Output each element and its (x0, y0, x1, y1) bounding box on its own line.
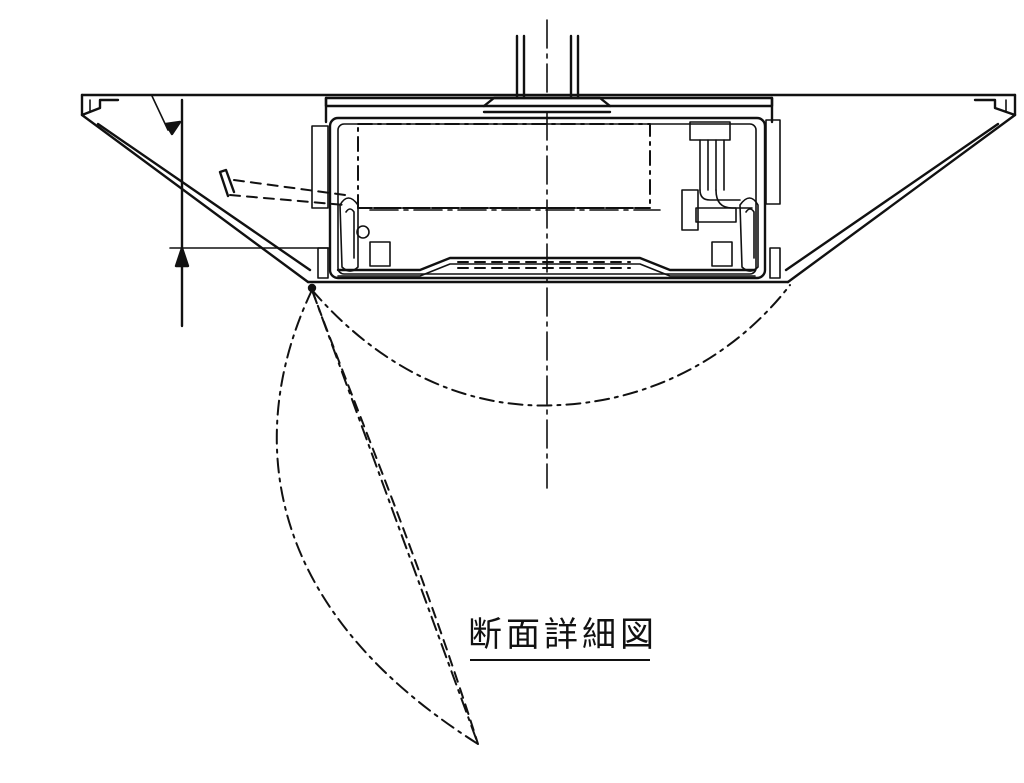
left-spring-clip (339, 197, 391, 272)
dimension-line (151, 95, 331, 328)
terminal-block (681, 121, 753, 231)
inner-housing (311, 96, 781, 280)
hanging-pipe (515, 34, 580, 100)
drawing-title: 断面詳細図 (468, 615, 658, 655)
title-underline (470, 659, 650, 661)
right-spring-clip (711, 197, 759, 272)
hinge-arm (218, 168, 346, 206)
fixture-shade (80, 93, 1017, 284)
lens-swing-path (275, 284, 791, 745)
pivot-point (307, 283, 317, 293)
